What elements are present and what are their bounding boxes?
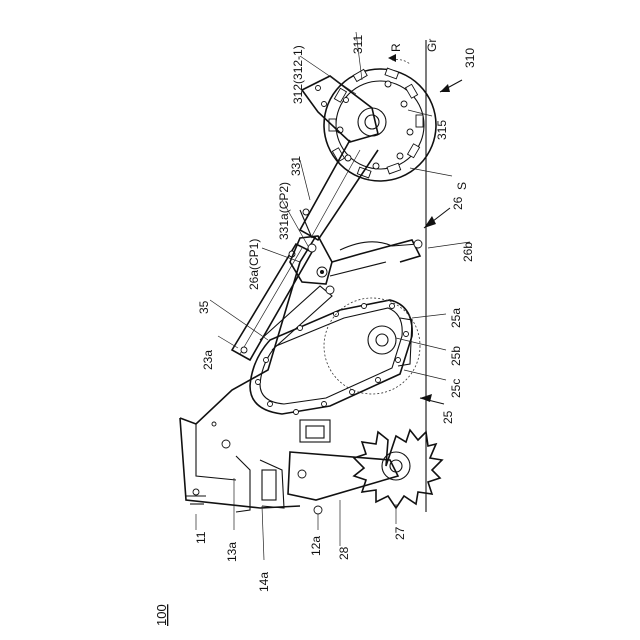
label-13a: 13a xyxy=(225,542,239,562)
label-14a: 14a xyxy=(257,572,271,592)
label-311: 311 xyxy=(351,35,365,54)
label-fig-number: 100 xyxy=(154,604,169,626)
label-310: 310 xyxy=(463,48,477,68)
label-28: 28 xyxy=(337,546,351,560)
label-35: 35 xyxy=(197,300,211,314)
label-11: 11 xyxy=(194,531,208,544)
label-26: 26 xyxy=(451,196,465,210)
label-S: S xyxy=(455,182,469,190)
label-315: 315 xyxy=(435,120,449,140)
label-25: 25 xyxy=(441,410,455,424)
label-R: R xyxy=(389,43,403,52)
label-Gr: Gr xyxy=(425,39,439,52)
label-26a: 26a(CP1) xyxy=(247,239,261,290)
linkage-26 xyxy=(290,209,422,294)
label-12a: 12a xyxy=(309,536,323,556)
label-331: 331 xyxy=(289,156,303,176)
label-27: 27 xyxy=(393,526,407,540)
label-26b: 26b xyxy=(461,242,475,262)
wheel-27 xyxy=(354,430,442,508)
leader-lines xyxy=(196,32,470,560)
label-25b: 25b xyxy=(449,346,463,366)
label-23a: 23a xyxy=(201,350,215,370)
label-25c: 25c xyxy=(449,379,463,398)
label-331a: 331a(CP2) xyxy=(277,182,291,240)
label-312: 312(312-1) xyxy=(291,45,305,104)
label-25a: 25a xyxy=(449,308,463,328)
hitch xyxy=(186,456,284,512)
